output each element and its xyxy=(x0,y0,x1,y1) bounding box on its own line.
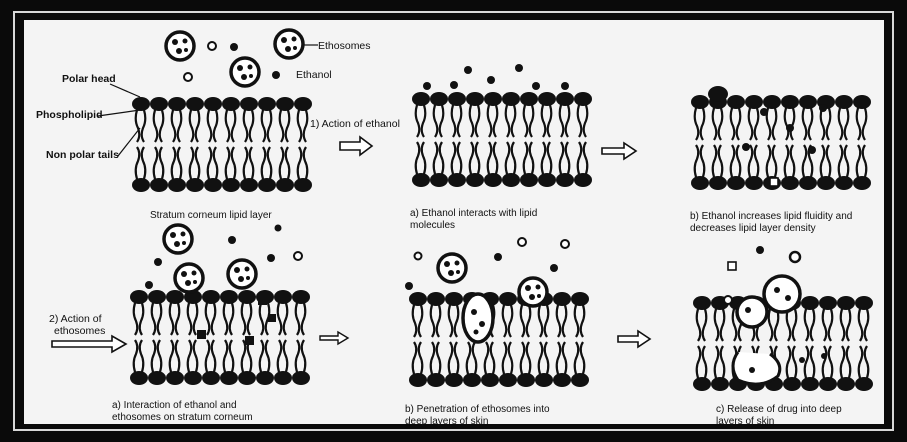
label-phospholipid: Phospholipid xyxy=(36,109,103,121)
caption-r1c3-line1: b) Ethanol increases lipid fluidity and xyxy=(690,211,852,222)
label-action-of-ethosomes-line2: ethosomes xyxy=(54,325,105,337)
label-ethanol: Ethanol xyxy=(296,69,332,81)
caption-r1c1-line1: Stratum corneum lipid layer xyxy=(150,210,272,221)
caption-r2c2-line2: deep layers of skin xyxy=(405,416,488,427)
label-action-of-ethosomes-line1: 2) Action of xyxy=(49,313,102,325)
drug-particle-r1c3 xyxy=(770,178,778,186)
caption-r2c3-line2: layers of skin xyxy=(716,416,774,427)
label-non-polar-tails: Non polar tails xyxy=(46,149,119,161)
label-action-of-ethanol: 1) Action of ethanol xyxy=(310,118,400,130)
label-polar-head: Polar head xyxy=(62,73,116,85)
caption-r2c3-line1: c) Release of drug into deep xyxy=(716,404,842,415)
caption-r2c2-line1: b) Penetration of ethosomes into xyxy=(405,404,550,415)
caption-r1c2-line2: molecules xyxy=(410,220,455,231)
caption-r2c1-line2: ethosomes on stratum corneum xyxy=(112,412,253,423)
label-ethosomes: Ethosomes xyxy=(318,40,371,52)
caption-r1c2-line1: a) Ethanol interacts with lipid xyxy=(410,208,537,219)
caption-r1c3-line2: decreases lipid layer density xyxy=(690,223,816,234)
caption-r2c1-line1: a) Interaction of ethanol and xyxy=(112,400,237,411)
